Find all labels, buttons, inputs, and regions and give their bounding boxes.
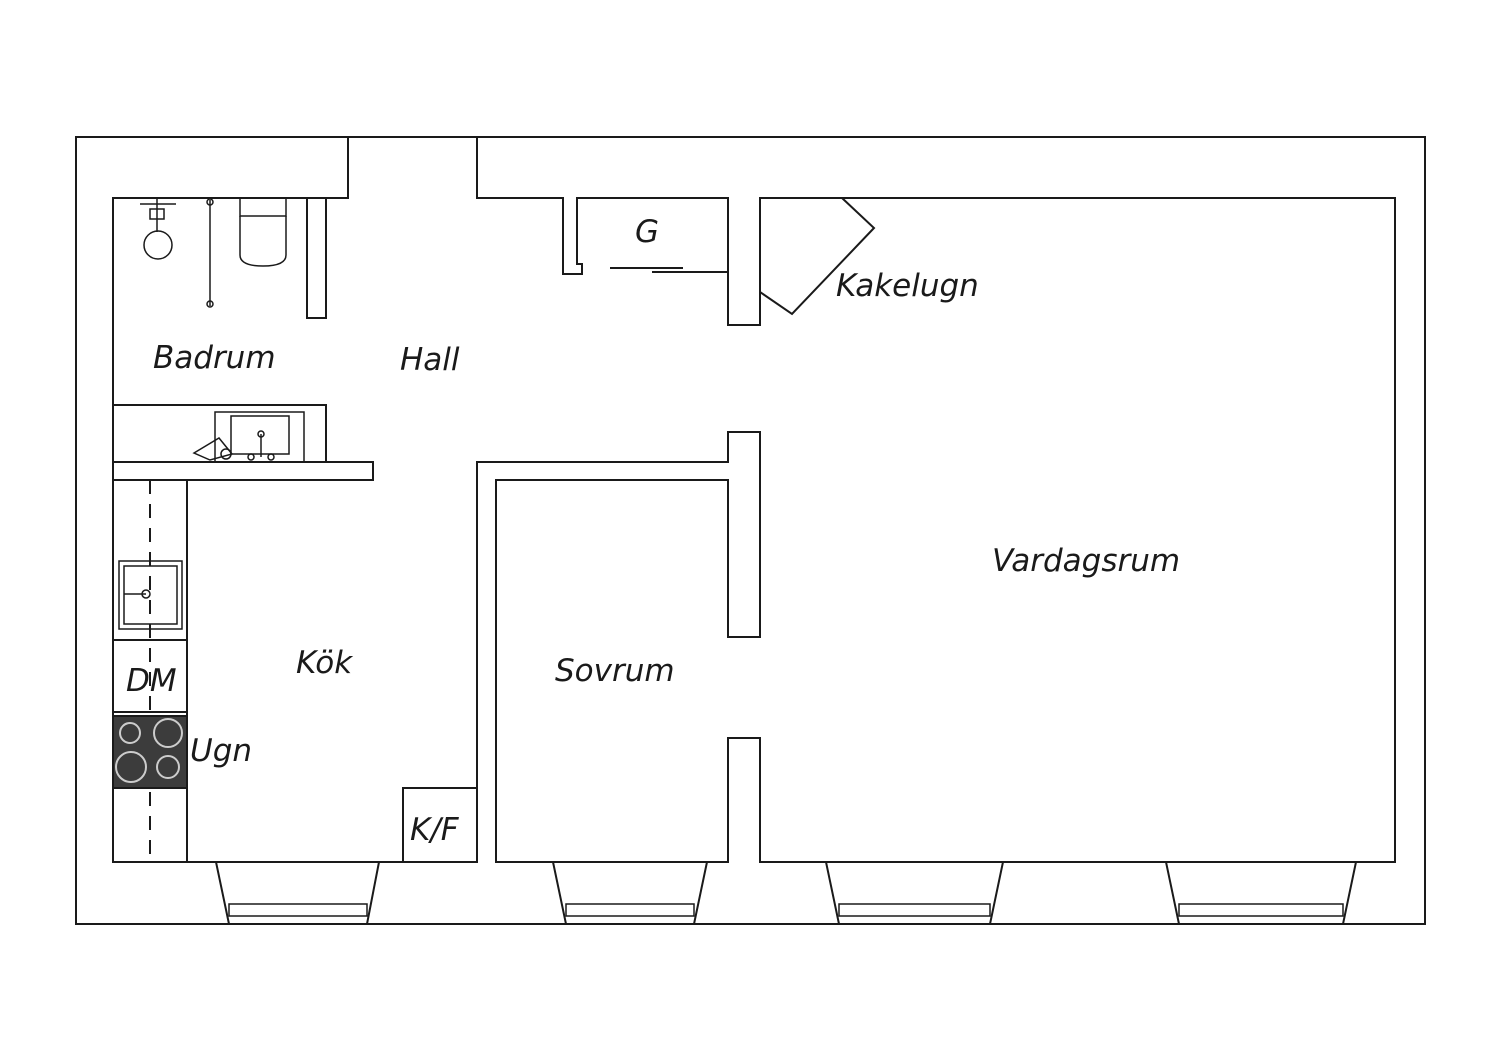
- kitchen-wall: [112, 480, 477, 863]
- label-dm: DM: [126, 663, 177, 699]
- fridge-box: [402, 787, 478, 863]
- toilet-icon: [239, 197, 287, 267]
- label-kf: K/F: [410, 812, 460, 848]
- label-ugn: Ugn: [190, 733, 252, 769]
- stove-icon: [112, 715, 188, 789]
- kitchen-sink-icon: [118, 560, 183, 630]
- bathroom-sink-icon: [192, 411, 305, 463]
- label-hall: Hall: [400, 342, 460, 378]
- label-badrum: Badrum: [153, 340, 276, 376]
- window-living-1: [825, 861, 1004, 925]
- tile-stove: [759, 197, 876, 316]
- shower-icon: [140, 198, 214, 308]
- label-sovrum: Sovrum: [555, 653, 675, 689]
- label-garderob: G: [635, 214, 659, 250]
- bathroom-partition: [306, 198, 327, 319]
- bathroom-wall: [112, 137, 349, 462]
- label-kakelugn: Kakelugn: [836, 268, 979, 304]
- label-vardagsrum: Vardagsrum: [992, 543, 1180, 579]
- outer-wall: [75, 136, 1426, 925]
- window-kitchen: [215, 861, 380, 925]
- window-living-2: [1165, 861, 1357, 925]
- label-kok: Kök: [296, 645, 353, 681]
- window-bedroom: [552, 861, 708, 925]
- hall-wall: [476, 137, 1396, 863]
